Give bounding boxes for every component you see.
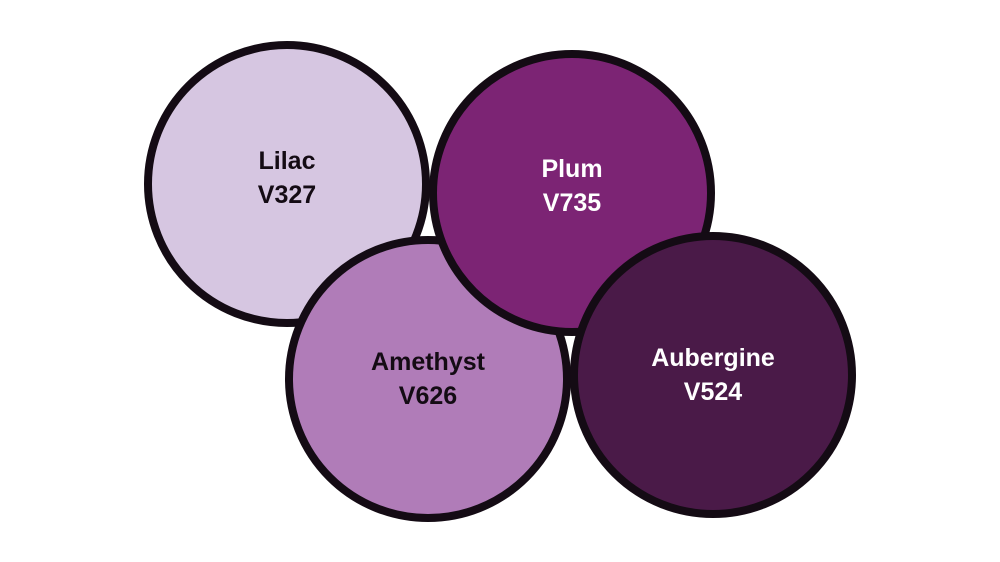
swatch-code: V524	[683, 378, 743, 406]
swatch-lilac: Lilac V327	[144, 41, 430, 327]
swatch-name: Lilac	[258, 147, 316, 175]
swatch-code: V735	[542, 189, 602, 217]
swatch-label: Plum V735	[541, 152, 602, 220]
swatch-code: V327	[257, 181, 317, 209]
swatch-name: Plum	[541, 155, 603, 183]
swatch-label: Lilac V327	[258, 144, 316, 212]
swatch-code: V626	[398, 382, 458, 410]
swatch-name: Aubergine	[651, 344, 775, 372]
swatch-label: Aubergine V524	[651, 341, 775, 409]
swatch-name: Amethyst	[371, 348, 485, 376]
swatch-aubergine: Aubergine V524	[570, 232, 856, 518]
swatch-label: Amethyst V626	[371, 345, 485, 413]
